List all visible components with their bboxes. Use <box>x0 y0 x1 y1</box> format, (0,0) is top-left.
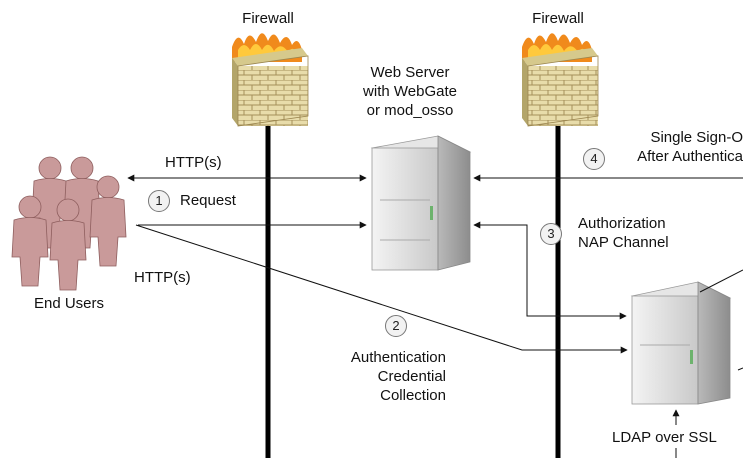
firewall-2-icon <box>522 33 599 127</box>
web-server-label: Web Server with WebGate or mod_osso <box>348 63 472 120</box>
single-sign-on-label-line-2: After Authentica <box>637 148 743 165</box>
authentication-label-line-3: Collection <box>380 387 446 404</box>
web-server-label-line-1: Web Server <box>370 64 450 81</box>
request-label: Request <box>180 192 236 209</box>
step-1-badge: 1 <box>148 190 170 212</box>
firewall-2-label: Firewall <box>532 10 584 27</box>
step-4-badge: 4 <box>583 148 605 170</box>
authorization-arrow <box>473 221 627 320</box>
web-server-label-line-3: or mod_osso <box>366 102 454 119</box>
step-3-badge: 3 <box>540 223 562 245</box>
http-top-label: HTTP(s) <box>165 154 222 171</box>
single-sign-on-label: Single Sign-O After Authentica <box>612 128 743 166</box>
step-2-badge: 2 <box>385 315 407 337</box>
authentication-arrow <box>135 224 628 354</box>
access-server-icon <box>630 281 732 405</box>
single-sign-on-label-line-1: Single Sign-O <box>650 129 743 146</box>
http-bottom-label: HTTP(s) <box>134 269 191 286</box>
end-users-label: End Users <box>33 295 105 312</box>
web-server-icon <box>370 135 472 271</box>
server-link-line <box>699 269 743 293</box>
authentication-label-line-2: Credential <box>377 368 446 385</box>
authorization-label: Authorization NAP Channel <box>578 214 669 252</box>
authorization-label-line-1: Authorization <box>578 215 666 232</box>
ldap-label: LDAP over SSL <box>612 429 717 446</box>
side-arrow <box>737 367 743 371</box>
authentication-label: Authentication Credential Collection <box>330 348 446 405</box>
authorization-label-line-2: NAP Channel <box>578 234 669 251</box>
web-server-label-line-2: with WebGate <box>363 83 457 100</box>
firewall-1-label: Firewall <box>242 10 294 27</box>
firewall-1-icon <box>232 33 309 127</box>
authentication-label-line-1: Authentication <box>350 349 446 366</box>
end-users-icon <box>11 156 127 291</box>
